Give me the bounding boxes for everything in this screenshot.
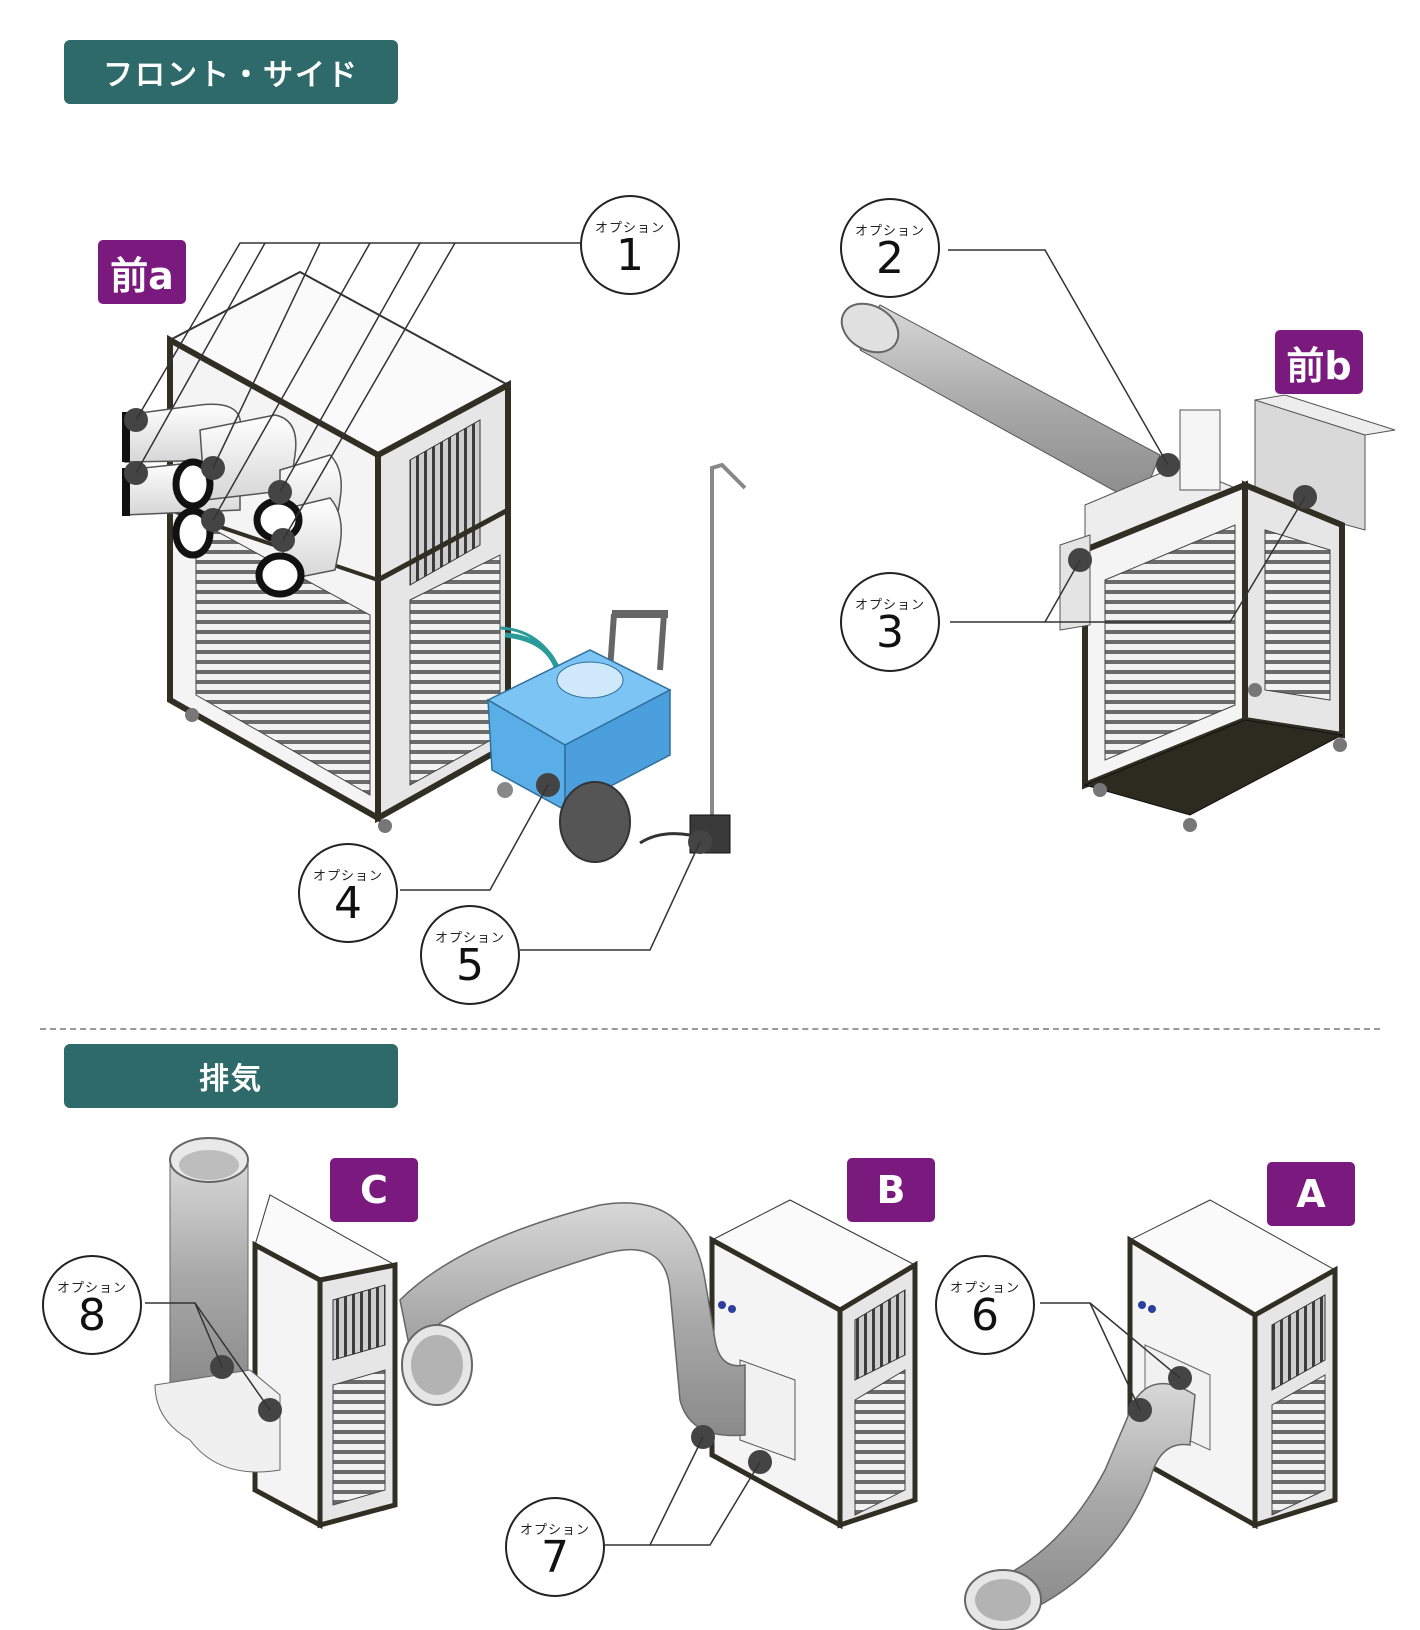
option-label: オプション xyxy=(519,1523,590,1538)
option-label: オプション xyxy=(594,221,665,236)
option-callout-5: オプション 5 xyxy=(420,905,520,1005)
option-label: オプション xyxy=(312,869,383,884)
option-number: 5 xyxy=(456,940,484,991)
tag-front-b: 前b xyxy=(1275,330,1363,394)
unit-exhaust-b xyxy=(399,1199,918,1546)
drain-pump xyxy=(520,462,747,951)
unit-exhaust-c xyxy=(145,1137,398,1530)
option-callout-2: オプション 2 xyxy=(840,198,940,298)
option-label: オプション xyxy=(854,224,925,239)
water-tank xyxy=(400,610,672,891)
option-number: 1 xyxy=(616,230,644,281)
option-callout-1: オプション 1 xyxy=(580,195,680,295)
option-callout-8: オプション 8 xyxy=(42,1255,142,1355)
option-callout-7: オプション 7 xyxy=(505,1497,605,1597)
option-number: 8 xyxy=(78,1290,106,1341)
section-header-exhaust: 排気 xyxy=(64,1044,398,1108)
option-label: オプション xyxy=(56,1281,127,1296)
tag-exhaust-c: C xyxy=(330,1158,418,1222)
tag-exhaust-b: B xyxy=(847,1158,935,1222)
option-label: オプション xyxy=(434,931,505,946)
option-number: 6 xyxy=(971,1290,999,1341)
option-number: 4 xyxy=(334,878,362,929)
option-number: 2 xyxy=(876,233,904,284)
tag-front-a: 前a xyxy=(98,240,186,304)
section-header-front-side: フロント・サイド xyxy=(64,40,398,104)
option-number: 3 xyxy=(876,607,904,658)
option-number: 7 xyxy=(541,1532,569,1583)
tag-exhaust-a: A xyxy=(1267,1162,1355,1226)
section-divider xyxy=(40,1028,1380,1030)
unit-front-a xyxy=(122,242,580,833)
option-label: オプション xyxy=(949,1281,1020,1296)
unit-front-b xyxy=(840,249,1396,832)
option-callout-6: オプション 6 xyxy=(935,1255,1035,1355)
unit-exhaust-a xyxy=(964,1199,1338,1630)
option-label: オプション xyxy=(854,598,925,613)
option-callout-3: オプション 3 xyxy=(840,572,940,672)
option-callout-4: オプション 4 xyxy=(298,843,398,943)
